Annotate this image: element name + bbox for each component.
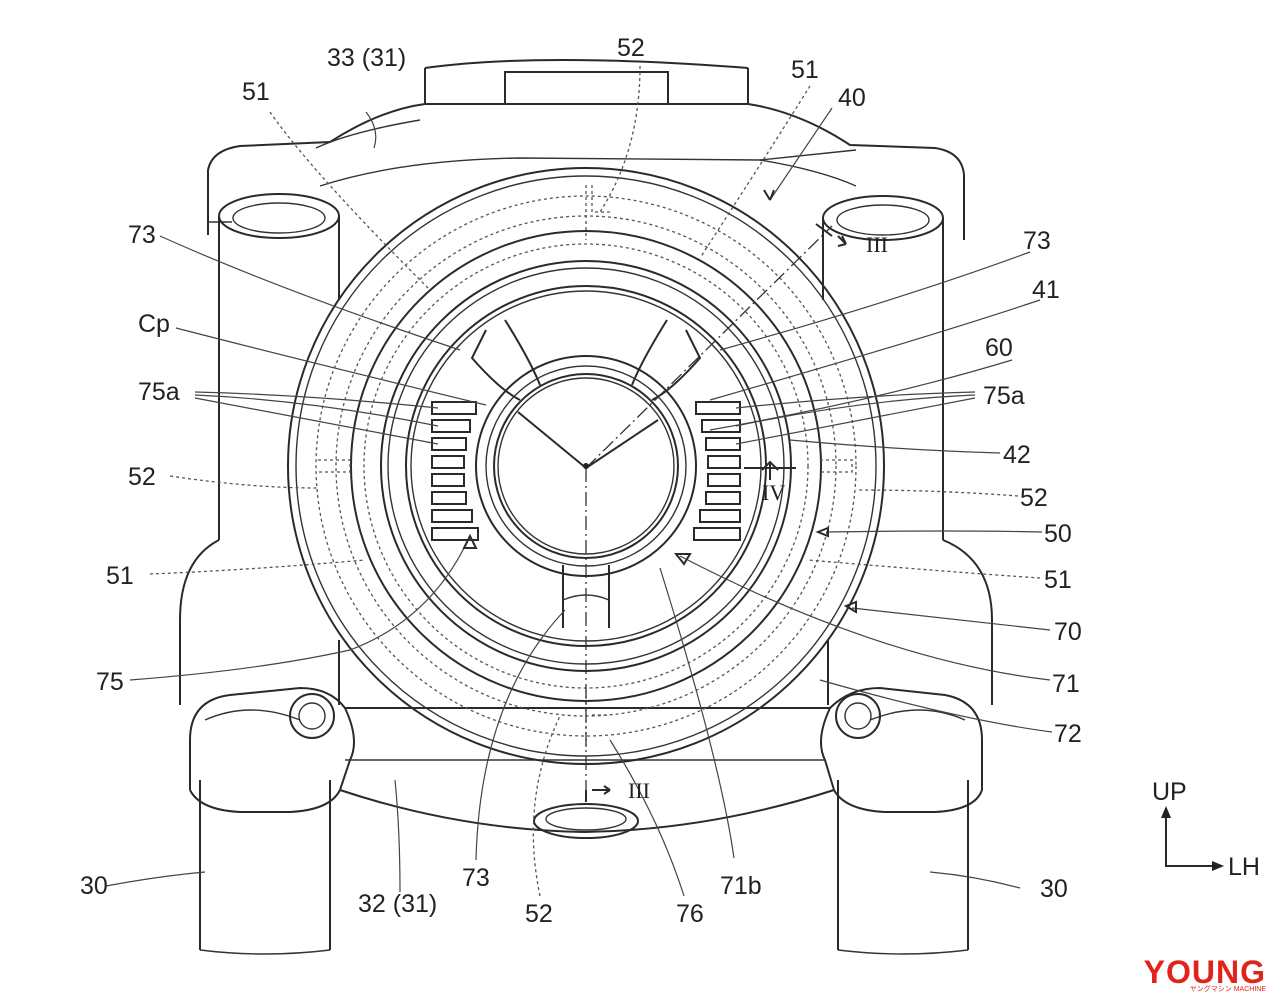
- upper-bracket: [207, 59, 965, 240]
- watermark-text: YOUNG: [1143, 954, 1266, 990]
- label-33-31: 33 (31): [327, 44, 406, 72]
- label-72: 72: [1054, 720, 1082, 748]
- label-52-right: 52: [1020, 484, 1048, 512]
- watermark-logo: YOUNG ヤングマシン MACHINE: [1144, 956, 1266, 993]
- section-iii-bottom: III: [628, 778, 650, 803]
- label-50: 50: [1044, 520, 1072, 548]
- arrow-right-icon: [1212, 861, 1224, 871]
- label-30-left: 30: [80, 872, 108, 900]
- reference-labels: 33 (31) 52 51 51 40 73 73 41 Cp 60 75a 7…: [80, 34, 1082, 928]
- label-52-top: 52: [617, 34, 645, 62]
- label-52-left: 52: [128, 463, 156, 491]
- axis-up-label: UP: [1152, 778, 1187, 806]
- lower-bracket: [189, 686, 983, 839]
- axis-lh-label: LH: [1228, 853, 1260, 881]
- label-75a-left: 75a: [138, 378, 180, 406]
- label-cp: Cp: [138, 310, 170, 338]
- label-75: 75: [96, 668, 124, 696]
- arrow-up-icon: [1161, 806, 1171, 818]
- watermark-subtext: ヤングマシン MACHINE: [1189, 986, 1266, 993]
- label-51-top-left: 51: [242, 78, 270, 106]
- leader-lines: [105, 65, 1053, 897]
- section-marks: III IV III: [628, 232, 888, 803]
- label-52-bottom: 52: [525, 900, 553, 928]
- left-fork-tube: [179, 193, 340, 955]
- label-76: 76: [676, 900, 704, 928]
- label-71b: 71b: [720, 872, 762, 900]
- center-lines: [517, 223, 847, 802]
- label-41: 41: [1032, 276, 1060, 304]
- label-32-31: 32 (31): [358, 890, 437, 918]
- label-70: 70: [1054, 618, 1082, 646]
- label-42: 42: [1003, 441, 1031, 469]
- direction-axes: UP LH: [1152, 778, 1260, 881]
- label-71: 71: [1052, 670, 1080, 698]
- right-fork-tube: [822, 195, 993, 955]
- label-60: 60: [985, 334, 1013, 362]
- label-40: 40: [838, 84, 866, 112]
- label-30-right: 30: [1040, 875, 1068, 903]
- label-73-bottom: 73: [462, 864, 490, 892]
- label-51-top-right: 51: [791, 56, 819, 84]
- label-51-right: 51: [1044, 566, 1072, 594]
- label-51-left: 51: [106, 562, 134, 590]
- label-73-left: 73: [128, 221, 156, 249]
- label-73-right: 73: [1023, 227, 1051, 255]
- label-75a-right: 75a: [983, 382, 1025, 410]
- section-iv: IV: [762, 480, 785, 505]
- section-iii-top: III: [866, 232, 888, 257]
